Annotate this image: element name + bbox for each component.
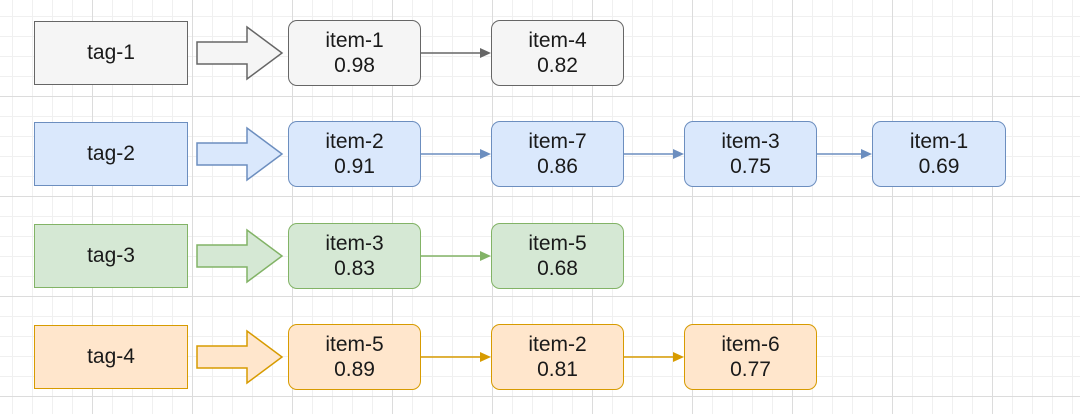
item-score: 0.82	[537, 54, 578, 77]
item-label: item-5	[528, 232, 587, 255]
tag-box[interactable]: tag-4	[34, 325, 188, 389]
tag-label: tag-2	[87, 142, 135, 165]
item-label: item-2	[528, 333, 587, 356]
item-score: 0.69	[918, 155, 960, 178]
connector-arrow-icon	[421, 352, 491, 362]
item-label: item-4	[528, 29, 587, 52]
tag-label: tag-3	[87, 244, 135, 267]
item-score: 0.98	[334, 54, 375, 77]
item-label: item-1	[325, 29, 384, 52]
tag-label: tag-4	[87, 345, 135, 368]
connector-arrow-icon	[421, 251, 491, 261]
item-label: item-3	[721, 130, 780, 153]
block-arrow-icon	[196, 228, 284, 284]
item-score: 0.86	[537, 155, 578, 178]
tag-box[interactable]: tag-3	[34, 224, 188, 288]
item-score: 0.91	[334, 155, 375, 178]
connector-arrow-icon	[421, 48, 491, 58]
connector-arrow-icon	[624, 352, 684, 362]
connector-arrow-icon	[624, 149, 684, 159]
block-arrow-icon	[196, 25, 284, 81]
connector-arrow-icon	[421, 149, 491, 159]
item-score: 0.68	[537, 257, 578, 280]
item-label: item-3	[325, 232, 384, 255]
block-arrow-icon	[196, 329, 284, 385]
item-score: 0.75	[730, 155, 771, 178]
block-arrow-icon	[196, 126, 284, 182]
tag-label: tag-1	[87, 41, 135, 64]
tag-box[interactable]: tag-2	[34, 122, 188, 186]
tag-box[interactable]: tag-1	[34, 21, 188, 85]
item-score: 0.83	[334, 257, 375, 280]
item-label: item-7	[528, 130, 587, 153]
item-score: 0.77	[730, 358, 771, 381]
item-score: 0.81	[537, 358, 578, 381]
connector-arrow-icon	[817, 149, 872, 159]
item-label: item-1	[909, 130, 969, 153]
item-label: item-6	[721, 333, 780, 356]
item-score: 0.89	[334, 358, 375, 381]
item-label: item-5	[325, 333, 384, 356]
item-label: item-2	[325, 130, 384, 153]
